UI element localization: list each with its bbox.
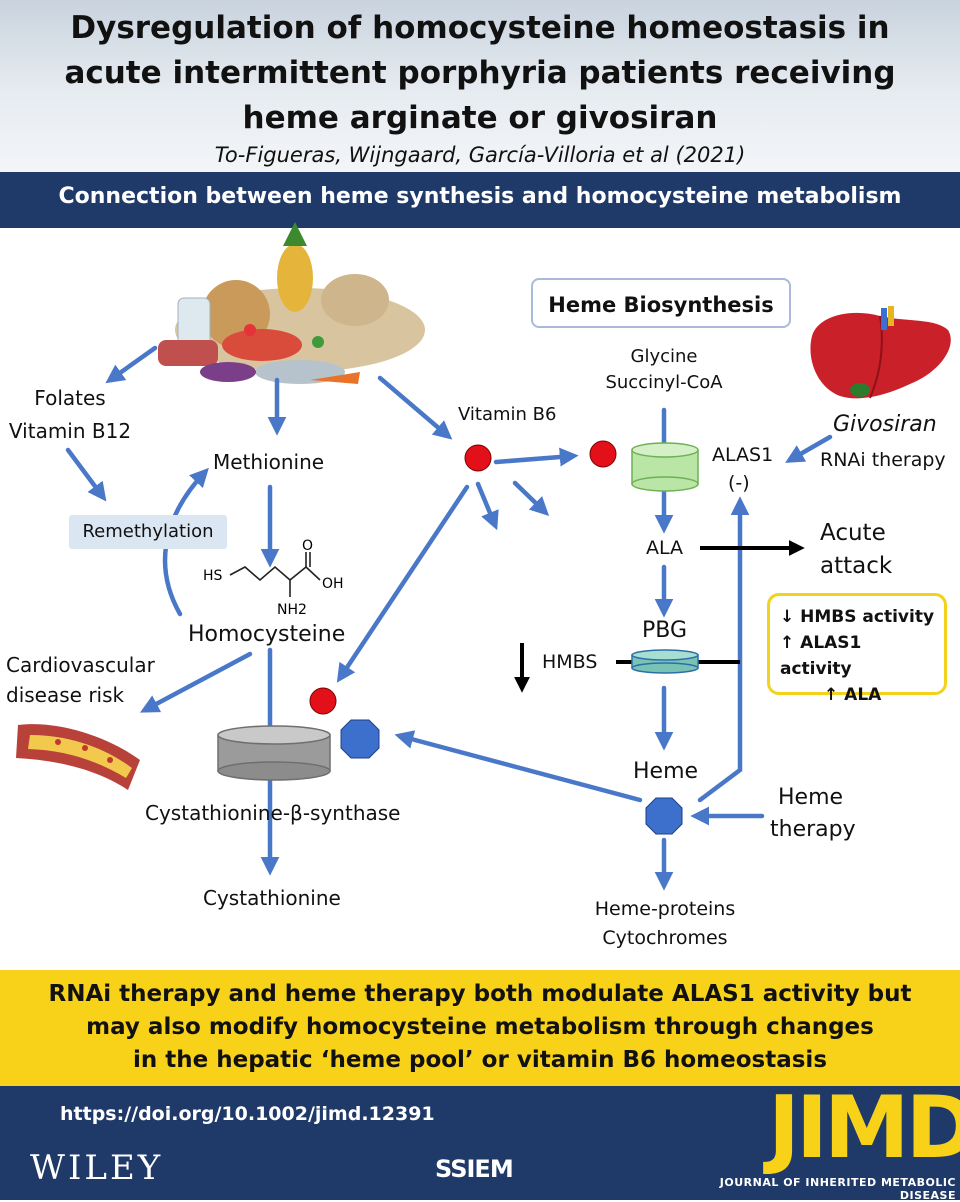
molecule-nh2: NH2 [277,602,307,618]
title-line-3: heme arginate or givosiran [242,100,718,136]
alas1-label: ALAS1 [712,444,774,466]
jimd-logo: JIMD [768,1078,960,1178]
doi-link[interactable]: https://doi.org/10.1002/jimd.12391 [60,1103,435,1125]
pbg-label: PBG [642,618,688,643]
summary-text: RNAi therapy and heme therapy both modul… [40,978,920,1077]
givosiran-label: Givosiran [833,412,937,437]
ssiem-logo: SSIEM [435,1155,514,1183]
vitamin-b6-dot-alas1-icon [589,440,617,468]
homocysteine-structure [229,552,321,597]
title-line-2: acute intermittent porphyria patients re… [64,55,896,91]
cbs-cylinder-icon [217,725,331,781]
vitamin-b6-dot-icon [464,444,492,472]
alert-line-alas1: ↑ ALAS1 activity [780,633,862,679]
alas1-minus-label: (-) [728,472,750,494]
alert-line-hmbs: ↓ HMBS activity [780,607,935,627]
glycine-label: Glycine [630,346,698,367]
food-illustration [158,222,425,384]
heme-biosynthesis-box: Heme Biosynthesis [531,278,791,328]
header-band [0,0,960,172]
vitamin-b6-dot-cbs-icon [309,687,337,715]
page-title: Dysregulation of homocysteine homeostasi… [20,6,940,141]
subtitle-bar [0,172,960,228]
wiley-logo: WILEY [30,1148,164,1188]
molecule-hs: HS [203,568,223,584]
acute-label: Acute [820,520,886,546]
remethylation-label: Remethylation [69,515,227,549]
cytochromes-label: Cytochromes [602,927,728,949]
heme-proteins-label: Heme-proteins [594,898,736,920]
molecule-o: O [302,538,313,554]
methionine-label: Methionine [213,450,325,474]
subtitle: Connection between heme synthesis and ho… [58,184,902,209]
disease-risk-label: disease risk [6,683,125,707]
summary-line-2: may also modify homocysteine metabolism … [86,1014,874,1040]
hmbs-disc-icon [631,649,699,674]
alert-box: ↓ HMBS activity ↑ ALAS1 activity ↑ ALA [767,593,947,705]
molecule-oh: OH [322,576,344,592]
attack-label: attack [820,553,893,579]
title-line-1: Dysregulation of homocysteine homeostasi… [70,10,890,46]
rnai-therapy-label: RNAi therapy [820,449,946,471]
artery-plaque-illustration [16,724,140,790]
hmbs-label: HMBS [542,651,598,673]
heme-octagon-cbs-icon [340,719,380,759]
heme-label: Heme [633,759,699,784]
footer-band [0,1086,960,1200]
alas1-cylinder-icon [631,442,699,492]
heme-therapy-label-1: Heme [778,785,844,810]
cystathionine-label: Cystathionine [203,886,341,910]
vitamin-b12-label: Vitamin B12 [8,419,132,443]
summary-bar [0,970,960,1086]
ala-label: ALA [646,537,684,559]
summary-line-3: in the hepatic ‘heme pool’ or vitamin B6… [132,1047,828,1073]
heme-therapy-label-2: therapy [770,817,856,842]
jimd-subtitle: JOURNAL OF INHERITED METABOLIC DISEASE [719,1176,956,1202]
alert-line-ala: ↑ ALA [824,685,882,705]
homocysteine-label: Homocysteine [188,622,346,647]
folates-label: Folates [34,386,106,410]
succinyl-coa-label: Succinyl-CoA [605,372,723,393]
summary-line-1: RNAi therapy and heme therapy both modul… [48,981,912,1007]
liver-illustration [810,306,951,399]
cardiovascular-label: Cardiovascular [6,653,155,677]
authors-line: To-Figueras, Wijngaard, García-Villoria … [214,143,746,167]
cbs-label: Cystathionine-β-synthase [145,801,401,825]
vitamin-b6-label: Vitamin B6 [458,404,557,425]
heme-octagon-icon [645,797,683,835]
